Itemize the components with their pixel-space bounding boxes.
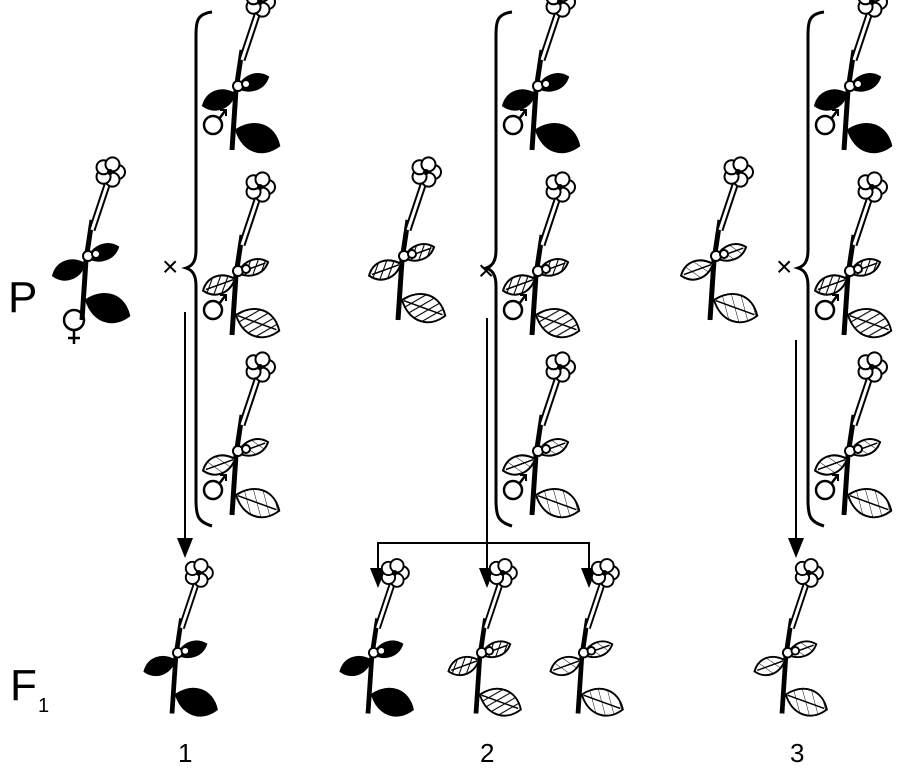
male-symbol-1-2 — [204, 295, 226, 319]
flower — [796, 559, 823, 587]
female-parent-2 — [366, 157, 450, 328]
flower — [859, 352, 887, 381]
cross-symbol-1: × — [162, 251, 178, 282]
generation-f1-subscript: 1 — [38, 695, 49, 717]
flower — [247, 172, 275, 201]
offspring-3-1 — [752, 559, 832, 721]
flower — [382, 559, 409, 587]
flower — [490, 559, 517, 587]
flower — [97, 157, 125, 186]
cross-symbol-3: × — [776, 251, 792, 282]
male-symbol-2-1 — [504, 110, 526, 134]
flower — [413, 157, 441, 186]
experiment-number-1: 1 — [178, 738, 192, 768]
male-symbol-1-1 — [204, 110, 226, 134]
flower — [547, 352, 575, 381]
generation-f1-label: F — [10, 661, 37, 710]
flower — [547, 0, 575, 17]
flower — [247, 0, 275, 17]
male-symbol-3-1 — [816, 110, 838, 134]
leaf-lower — [231, 117, 283, 158]
male-symbol-3-3 — [816, 475, 838, 499]
flower — [859, 0, 887, 17]
male-symbol-2-2 — [504, 295, 526, 319]
male-symbol-2-3 — [504, 475, 526, 499]
male-group-brace-3 — [798, 12, 824, 526]
male-group-brace-2 — [486, 12, 512, 526]
experiment-number-2: 2 — [480, 738, 494, 768]
female-parent-3 — [678, 157, 762, 328]
leaf-lower — [843, 117, 895, 158]
leaf-lower — [171, 682, 221, 721]
flower — [186, 559, 213, 587]
male-symbol-3-2 — [816, 295, 838, 319]
generation-p-label: P — [8, 273, 37, 322]
offspring-2-1 — [338, 559, 418, 721]
flower — [247, 352, 275, 381]
male-symbol-1-3 — [204, 475, 226, 499]
offspring-2-3 — [548, 559, 628, 721]
experiment-number-3: 3 — [790, 738, 804, 768]
flower — [592, 559, 619, 587]
leaf-lower — [367, 682, 417, 721]
female-parent-1 — [50, 157, 134, 328]
flower — [547, 172, 575, 201]
flower — [859, 172, 887, 201]
leaf-lower — [531, 117, 583, 158]
flower — [725, 157, 753, 186]
offspring-2-2 — [446, 559, 526, 721]
offspring-1-1 — [142, 559, 222, 721]
male-group-brace-1 — [186, 12, 212, 526]
leaf-lower — [81, 287, 133, 328]
